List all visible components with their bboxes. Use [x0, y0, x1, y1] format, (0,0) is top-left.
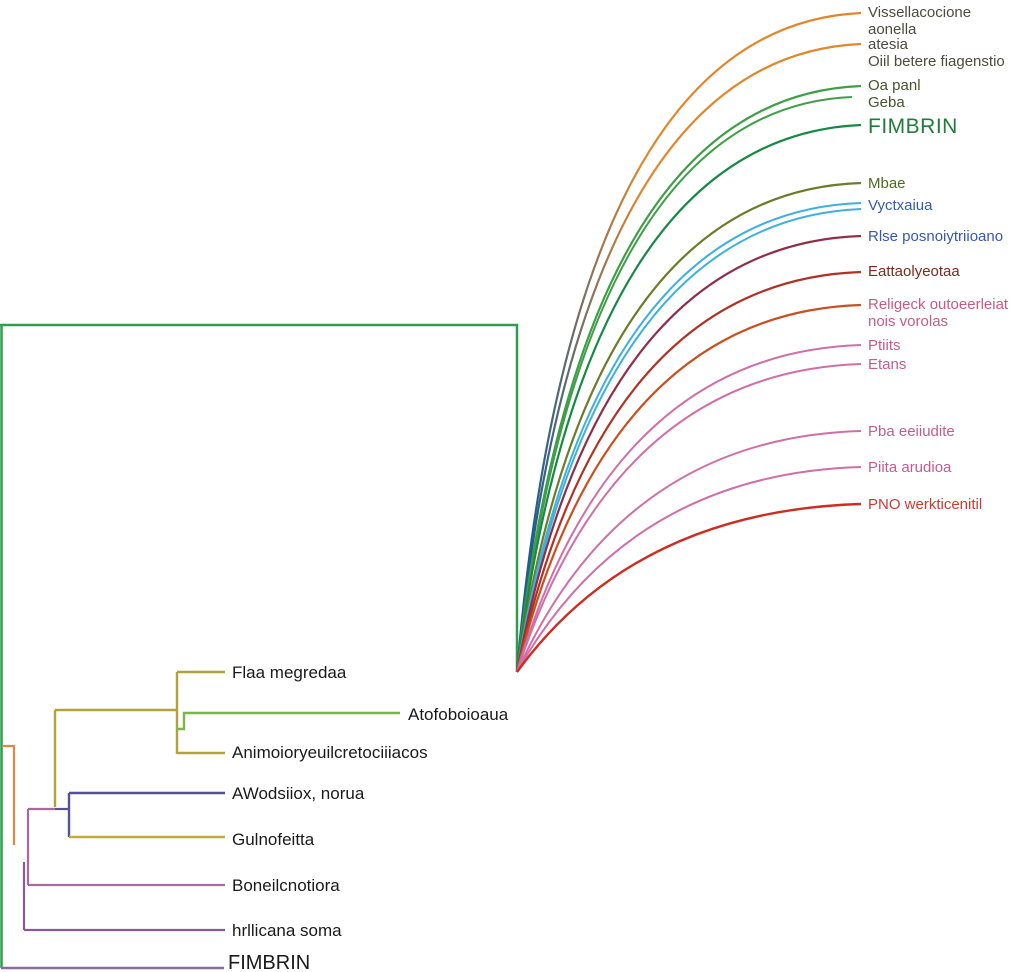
fan-label-line: Eattaolyeotaa — [868, 263, 960, 280]
fan-label-11: Etans — [868, 356, 906, 373]
fan-curve — [515, 181, 862, 673]
fan-label-line: nois vorolas — [868, 313, 949, 330]
fan-label-line: Pba eeiiudite — [868, 423, 955, 440]
fan-curve — [516, 502, 862, 673]
fan-curve — [515, 123, 862, 673]
fan-curve — [516, 96, 853, 673]
fan-label-7: Rlse posnoiytriioano — [868, 228, 1003, 245]
fan-label-line: Rlse posnoiytriioano — [868, 228, 1004, 245]
fan-label-14: PNO werkticenitil — [868, 496, 982, 513]
tree-label-1: Flaa megredaa — [232, 663, 347, 682]
trunk-rectangle — [0, 323, 519, 672]
fan-label-line: atesia — [868, 36, 909, 53]
fan-label-line: Oa panl — [868, 77, 921, 94]
fan-label-10: Ptiits — [868, 337, 901, 354]
tree-label-6: Boneilcnotiora — [232, 876, 340, 895]
tree-label-5: Gulnofeitta — [232, 830, 315, 849]
fan-curve — [515, 234, 862, 673]
fan-curve — [515, 42, 862, 673]
tree-branch-orange — [2, 744, 16, 845]
fan-label-line: FIMBRIN — [868, 115, 958, 138]
fan-curve — [516, 363, 862, 673]
fan-label-3: Oa panl Geba — [868, 77, 921, 111]
fan-label-line: Vissellacocione — [868, 4, 972, 21]
tree-label-7: hrllicana soma — [232, 921, 342, 940]
fan-curve — [515, 270, 862, 673]
fan-curve — [515, 84, 862, 673]
fan-label-1: Vissellacocione aonella — [868, 4, 971, 38]
fan-label-13: Piita arudioa — [868, 459, 951, 476]
tree-label-3: Animoioryeuilcretociiiacos — [232, 743, 428, 762]
fan-curve — [516, 430, 862, 673]
fan-label-2: atesia Oiil betere fiagenstio — [868, 36, 1005, 70]
fan-label-line: PNO werkticenitil — [868, 496, 983, 513]
fan-curve — [516, 208, 862, 673]
tree-branch — [177, 711, 400, 731]
fan-label-line: Ptiits — [868, 337, 901, 354]
fan-label-line: Mbae — [868, 175, 906, 192]
fan-label-9: Religeck outoeerleiat nois vorolas — [868, 296, 1008, 330]
fan-curve — [516, 466, 862, 673]
fan-label-line: Piita arudioa — [868, 459, 952, 476]
fan-label-line: Geba — [868, 94, 905, 111]
fan-label-4: FIMBRIN — [868, 115, 958, 138]
fan-label-line: aonella — [868, 21, 917, 38]
fan-label-8: Eattaolyeotaa — [868, 263, 960, 280]
fan-label-12: Pba eeiiudite — [868, 423, 955, 440]
fan-label-line: Religeck outoeerleiat — [868, 296, 1009, 313]
tree-label-8: FIMBRIN — [228, 952, 311, 972]
fan-label-line: Oiil betere fiagenstio — [868, 53, 1005, 70]
fan-label-6: Vyctxaiua — [868, 197, 932, 214]
tree-label-2: Atofoboioaua — [408, 705, 509, 724]
tree-label-4: AWodsiiox, norua — [232, 784, 365, 803]
fan-curve — [516, 202, 862, 673]
fan-curve — [516, 344, 862, 673]
fan-label-5: Mbae — [868, 175, 906, 192]
fan-curve — [515, 303, 862, 673]
fan-label-line: Vyctxaiua — [868, 197, 933, 214]
fan-curve — [515, 11, 862, 673]
fan-label-line: Etans — [868, 356, 907, 373]
